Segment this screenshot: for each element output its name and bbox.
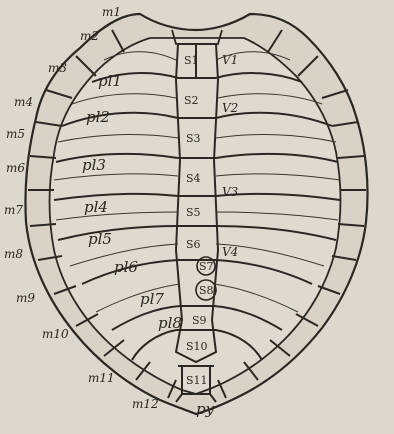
marginal-label-5: m5 xyxy=(6,127,25,141)
vertebral-label-3: V3 xyxy=(222,185,239,199)
pleural-label-1: pl1 xyxy=(98,72,122,90)
neural-label-6: S6 xyxy=(186,238,201,251)
marginal-label-9: m9 xyxy=(16,291,35,305)
marginal-label-1: m1 xyxy=(102,5,121,19)
neural-label-5: S5 xyxy=(186,206,201,219)
neural-label-7: S7 xyxy=(199,260,214,273)
marginal-label-12: m12 xyxy=(132,397,159,411)
pleural-label-4: pl4 xyxy=(84,198,108,216)
pleural-label-8: pl8 xyxy=(158,314,182,332)
neural-label-8: S8 xyxy=(199,284,214,297)
marginal-label-6: m6 xyxy=(6,161,25,175)
marginal-label-3: m3 xyxy=(48,61,67,75)
neural-label-2: S2 xyxy=(184,94,199,107)
vertebral-label-1: V1 xyxy=(222,53,238,67)
neural-label-9: S9 xyxy=(192,314,207,327)
neural-label-10: S10 xyxy=(186,340,208,353)
neural-label-3: S3 xyxy=(186,132,201,145)
pleural-label-7: pl7 xyxy=(140,290,164,308)
marginal-label-10: m10 xyxy=(42,327,69,341)
marginal-label-2: m2 xyxy=(80,29,99,43)
pygal-label: py xyxy=(196,400,215,418)
marginal-label-11: m11 xyxy=(88,371,115,385)
neural-label-11: S11 xyxy=(186,374,208,387)
vertebral-label-2: V2 xyxy=(222,101,238,115)
vertebral-label-4: V4 xyxy=(222,245,238,259)
marginal-label-4: m4 xyxy=(14,95,33,109)
pleural-label-3: pl3 xyxy=(82,156,106,174)
marginal-label-8: m8 xyxy=(4,247,23,261)
neural-label-1: S1 xyxy=(184,54,199,67)
marginal-label-7: m7 xyxy=(4,203,23,217)
pleural-label-6: pl6 xyxy=(114,258,138,276)
pleural-label-2: pl2 xyxy=(86,108,110,126)
pleural-label-5: pl5 xyxy=(88,230,112,248)
neural-label-4: S4 xyxy=(186,172,201,185)
